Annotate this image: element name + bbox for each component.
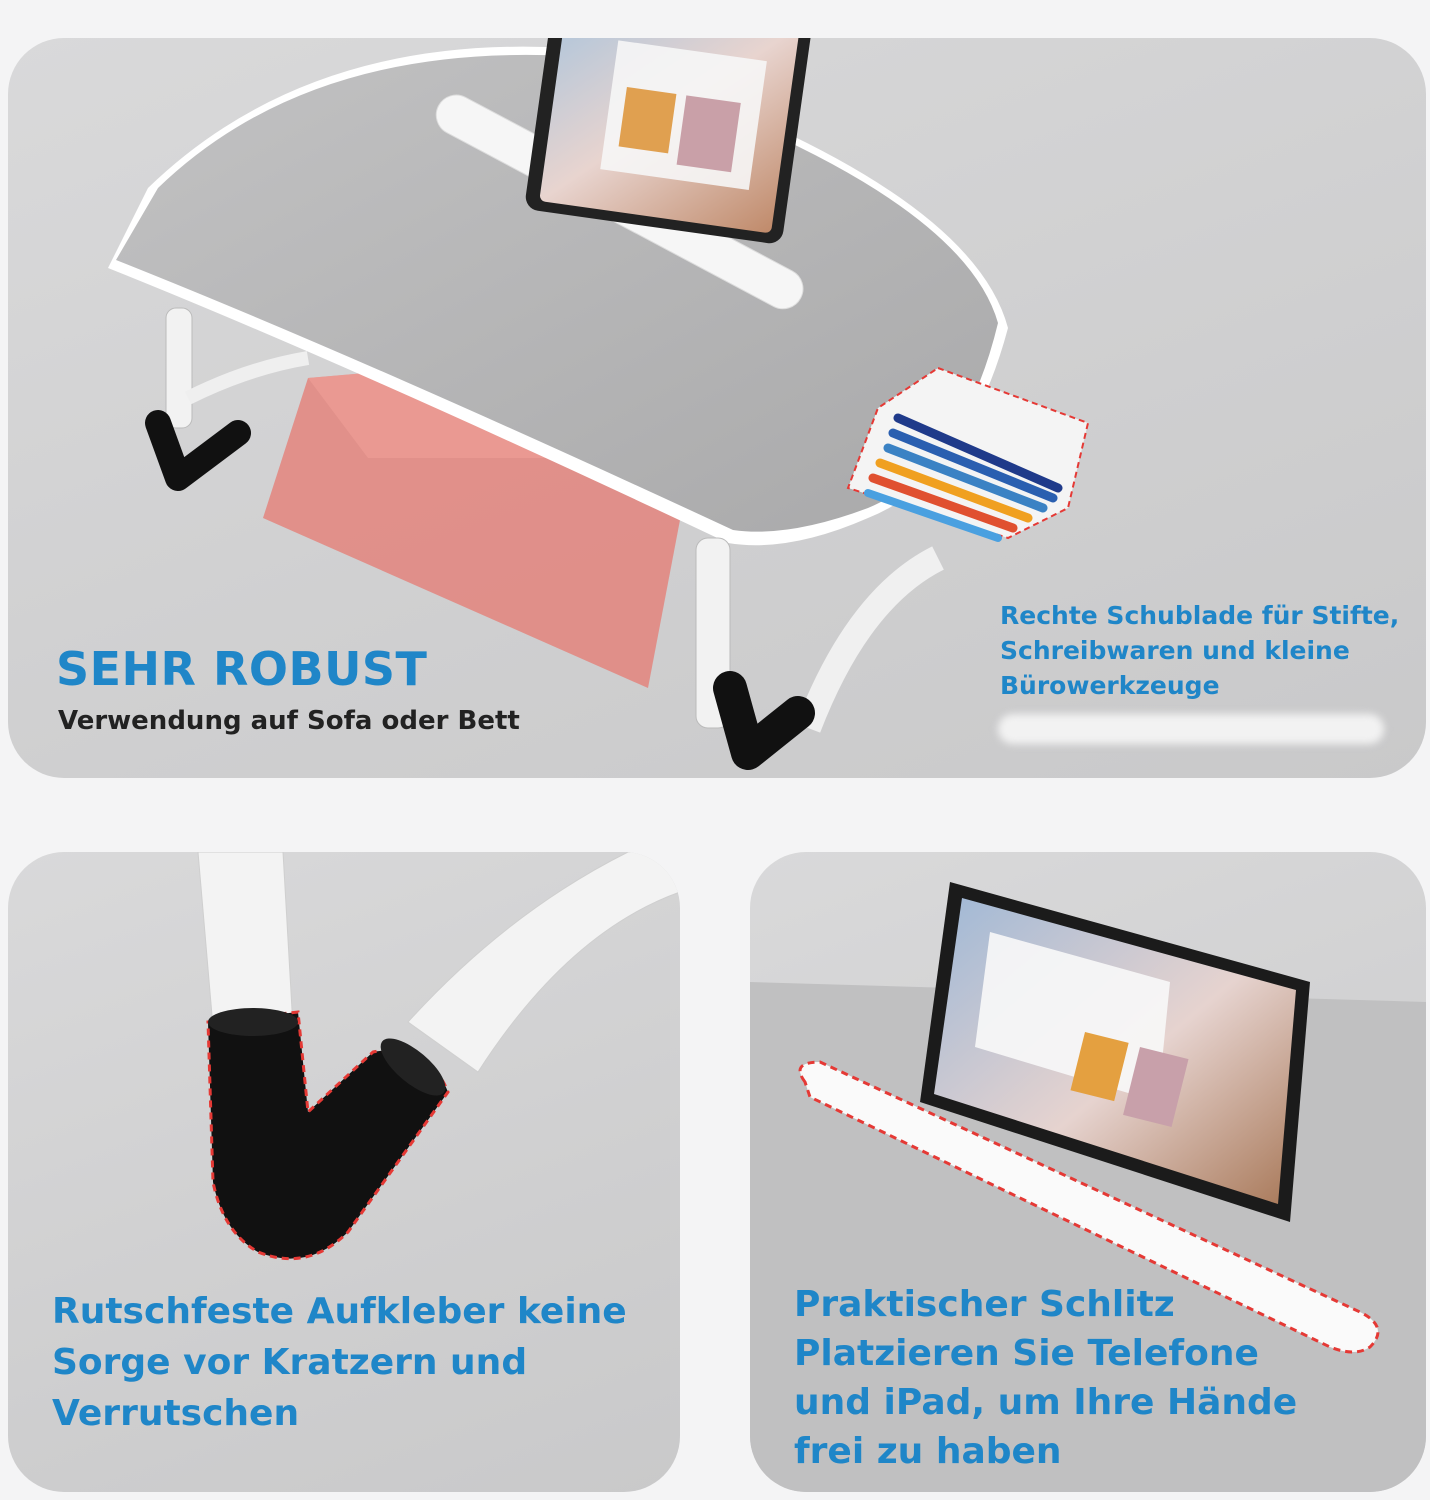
rubber-foot — [206, 1010, 450, 1261]
tablet-device — [920, 882, 1310, 1222]
feature-subtitle: Verwendung auf Sofa oder Bett — [58, 706, 520, 736]
drawer-line: Schreibwaren und kleine — [1000, 636, 1350, 665]
slot-line: frei zu haben — [794, 1431, 1062, 1472]
slot-closeup-illustration — [750, 882, 1426, 1492]
anti-slip-line: Sorge vor Kratzern und — [52, 1342, 528, 1383]
tablet-slot-panel: Praktischer Schlitz Platzieren Sie Telef… — [750, 852, 1426, 1492]
blurred-text-line — [998, 714, 1384, 744]
pen-drawer — [846, 366, 1090, 542]
leg-closeup-illustration — [197, 852, 680, 1261]
rubber-foot-right — [713, 671, 815, 770]
rubber-foot-left — [145, 410, 251, 491]
anti-slip-panel: Rutschfeste Aufkleber keine Sorge vor Kr… — [8, 852, 680, 1492]
slot-line: Platzieren Sie Telefone — [794, 1333, 1259, 1374]
slot-line: Praktischer Schlitz — [794, 1284, 1175, 1325]
leg-tube-straight — [197, 852, 294, 1028]
drawer-line: Rechte Schublade für Stifte, — [1000, 601, 1400, 630]
tablet-slot — [798, 1060, 1380, 1354]
anti-slip-description: Rutschfeste Aufkleber keine Sorge vor Kr… — [52, 1286, 627, 1439]
top-feature-panel: SEHR ROBUST Verwendung auf Sofa oder Bet… — [8, 38, 1426, 778]
drawer-description: Rechte Schublade für Stifte, Schreibware… — [1000, 598, 1420, 703]
drawer-line: Bürowerkzeuge — [1000, 671, 1220, 700]
anti-slip-line: Rutschfeste Aufkleber keine — [52, 1291, 627, 1332]
slot-line: und iPad, um Ihre Hände — [794, 1382, 1298, 1423]
anti-slip-line: Verrutschen — [52, 1393, 300, 1434]
leg-tube-curved — [407, 852, 680, 1073]
table-leg-left — [165, 307, 193, 429]
laptop-table-illustration — [108, 38, 1090, 770]
feature-title: SEHR ROBUST — [56, 642, 428, 696]
slot-description: Praktischer Schlitz Platzieren Sie Telef… — [794, 1280, 1297, 1476]
tablet-device — [525, 38, 812, 244]
